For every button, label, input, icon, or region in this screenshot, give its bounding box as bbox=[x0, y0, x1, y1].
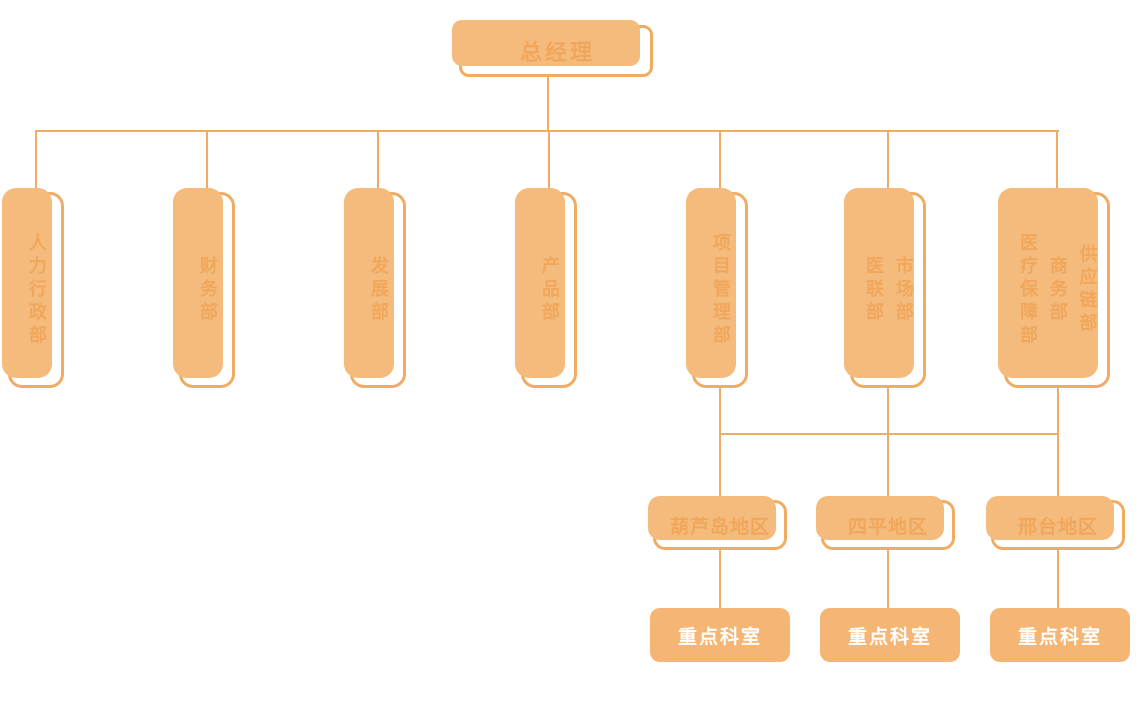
dept-node-product: 产品部 bbox=[515, 188, 577, 388]
dept-node-development: 发展部 bbox=[344, 188, 406, 388]
region-node-xingtai: 邢台地区 bbox=[986, 496, 1125, 550]
dept-node-supply-business-medical: 供应链部 商务部 医疗保障部 bbox=[998, 188, 1110, 388]
root-node: 总经理 bbox=[452, 20, 653, 77]
key-dept-node: 重点科室 bbox=[820, 608, 960, 662]
connector-line bbox=[719, 550, 721, 608]
dept-label: 财务部 bbox=[197, 255, 218, 325]
region-node-huludao: 葫芦岛地区 bbox=[648, 496, 787, 550]
dept-node-project-management: 项目管理部 bbox=[686, 188, 748, 388]
dept-node-hr-admin: 人力行政部 bbox=[2, 188, 64, 388]
connector-line bbox=[887, 388, 889, 500]
key-dept-label: 重点科室 bbox=[677, 626, 762, 648]
connector-line bbox=[35, 130, 1059, 132]
connector-line bbox=[719, 388, 721, 500]
connector-line bbox=[1057, 388, 1059, 500]
dept-node-finance: 财务部 bbox=[173, 188, 235, 388]
dept-label: 人力行政部 bbox=[26, 232, 47, 348]
connector-line bbox=[719, 433, 1059, 435]
connector-line bbox=[206, 130, 208, 192]
connector-line bbox=[548, 130, 550, 192]
key-dept-label: 重点科室 bbox=[1017, 626, 1102, 648]
region-node-siping: 四平地区 bbox=[816, 496, 955, 550]
dept-label: 供应链部 商务部 医疗保障部 bbox=[1018, 232, 1098, 348]
dept-label: 项目管理部 bbox=[710, 232, 731, 348]
dept-label: 产品部 bbox=[539, 255, 560, 325]
dept-label: 发展部 bbox=[368, 255, 389, 325]
connector-line bbox=[1057, 550, 1059, 608]
connector-line bbox=[1056, 130, 1058, 192]
dept-label: 市场部 医联部 bbox=[864, 255, 914, 325]
dept-node-market-medical-union: 市场部 医联部 bbox=[844, 188, 926, 388]
root-label: 总经理 bbox=[519, 40, 595, 65]
connector-line bbox=[547, 77, 549, 131]
connector-line bbox=[35, 130, 37, 192]
region-label: 葫芦岛地区 bbox=[669, 516, 770, 538]
connector-line bbox=[887, 130, 889, 192]
connector-line bbox=[377, 130, 379, 192]
key-dept-node: 重点科室 bbox=[990, 608, 1130, 662]
region-label: 邢台地区 bbox=[1017, 516, 1098, 538]
connector-line bbox=[719, 130, 721, 192]
region-label: 四平地区 bbox=[847, 516, 928, 538]
key-dept-node: 重点科室 bbox=[650, 608, 790, 662]
connector-line bbox=[887, 550, 889, 608]
key-dept-label: 重点科室 bbox=[847, 626, 932, 648]
